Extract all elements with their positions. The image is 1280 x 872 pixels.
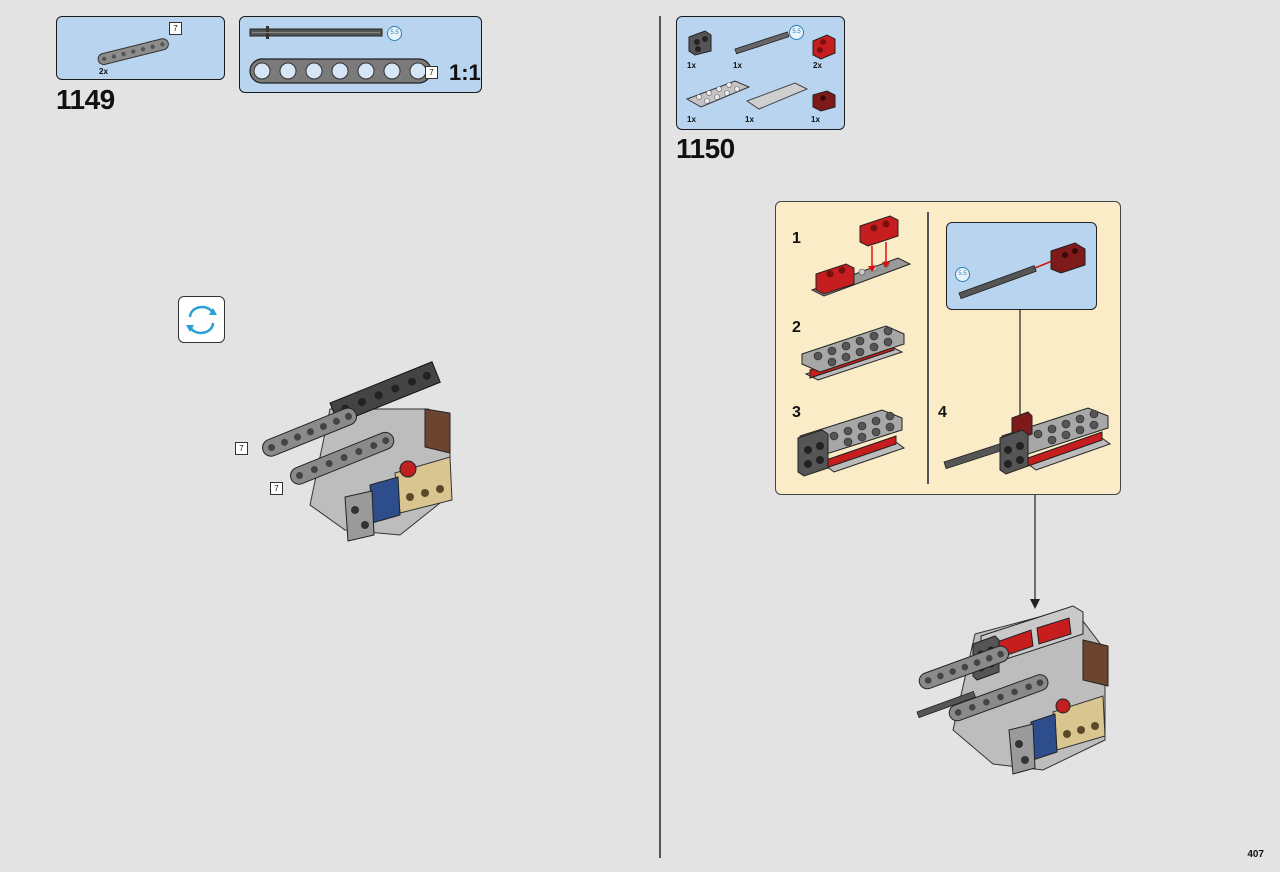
axle-icon <box>734 31 790 55</box>
substep-1-illustration <box>810 215 912 297</box>
page-number: 407 <box>1247 849 1264 860</box>
scale-label: 1:1 <box>449 60 481 85</box>
step-number: 1150 <box>676 133 735 164</box>
substep-4-illustration <box>943 407 1112 475</box>
part-quantity: 1x <box>687 115 696 124</box>
substep-2-illustration <box>801 325 905 381</box>
substep-number: 3 <box>792 404 801 421</box>
beam-length-badge: 7 <box>270 482 283 495</box>
axle-length-circle: 5.5 <box>955 267 970 282</box>
substep-number: 4 <box>938 404 947 421</box>
attach-arrow <box>1030 495 1040 609</box>
axle-length-circle: 5.5 <box>789 25 804 40</box>
page-divider <box>659 16 661 858</box>
part-quantity: 1x <box>687 61 696 70</box>
liftarm-beam-icon <box>97 38 169 66</box>
part-quantity: 1x <box>811 115 820 124</box>
gray-tile-icon <box>745 82 809 110</box>
step-number: 1149 <box>56 84 115 115</box>
subassembly-separator <box>927 212 929 484</box>
part-quantity: 1x <box>733 61 742 70</box>
beam-length-badge: 7 <box>425 66 438 79</box>
substep-number: 1 <box>792 230 801 247</box>
axle-brick-callout-icon <box>958 242 1086 300</box>
parts-box-right: 5.5 1x 1x 2x 1x 1x 1x <box>676 16 845 130</box>
substep-number: 2 <box>792 319 801 336</box>
gray-plate-icon <box>685 80 751 108</box>
beam-length-badge: 7 <box>169 22 182 35</box>
beam-quantity: 2x <box>99 67 108 76</box>
beam-length-badge: 7 <box>235 442 248 455</box>
rotate-model-icon <box>178 296 225 343</box>
subassembly-panel: 1 2 3 4 5.5 <box>775 201 1121 495</box>
dark-gray-brick-icon <box>688 30 712 56</box>
model-assembly-left <box>262 361 453 542</box>
axle-length-circle: 5.5 <box>387 26 402 41</box>
red-brick-icon <box>812 34 836 60</box>
axle-callout-box: 5.5 <box>946 222 1097 310</box>
part-quantity: 1x <box>745 115 754 124</box>
model-assembly-right <box>916 605 1109 775</box>
callout-box-left: 5.5 7 1:1 <box>239 16 482 93</box>
axle-callout-icon <box>249 26 432 84</box>
substep-3-illustration <box>797 409 906 477</box>
dark-red-brick-icon <box>812 90 836 112</box>
parts-box-left: 7 2x <box>56 16 225 80</box>
part-quantity: 2x <box>813 61 822 70</box>
